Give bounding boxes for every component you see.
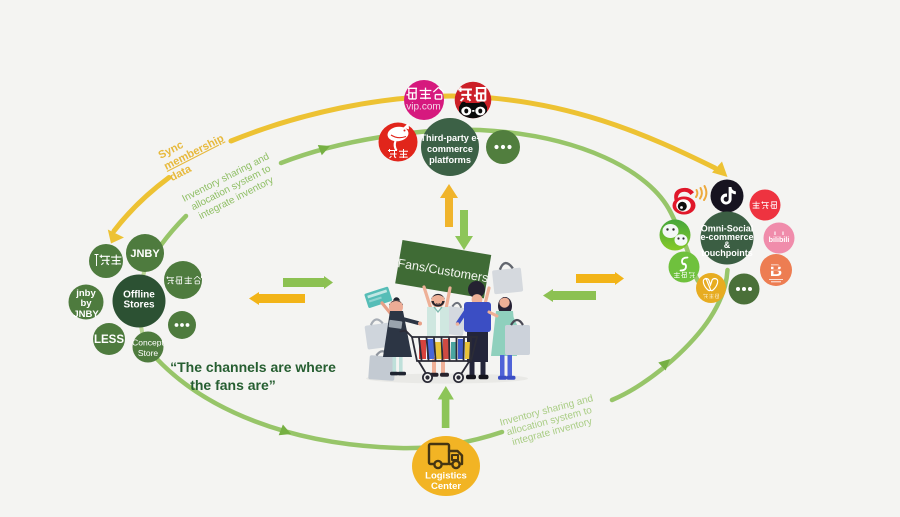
svg-text:Concept: Concept	[132, 338, 164, 348]
svg-text:Store: Store	[138, 348, 159, 358]
svg-text:e-commerce: e-commerce	[700, 232, 753, 242]
svg-text:Omni-Social: Omni-Social	[701, 224, 754, 234]
svg-text:Offline: Offline	[123, 290, 155, 301]
svg-text:the fans are”: the fans are”	[190, 377, 276, 393]
svg-text:&: &	[724, 240, 731, 250]
svg-text:touchpoints: touchpoints	[701, 248, 753, 258]
svg-text:Center: Center	[431, 481, 461, 492]
svg-text:platforms: platforms	[429, 155, 471, 165]
svg-text:jnby: jnby	[75, 288, 96, 299]
svg-text:“The channels are where: “The channels are where	[170, 359, 336, 375]
svg-text:JNBY: JNBY	[130, 248, 160, 260]
svg-text:by: by	[80, 298, 92, 309]
svg-text:commerce: commerce	[427, 144, 473, 154]
svg-text:vip.com: vip.com	[406, 102, 440, 113]
svg-text:Third-party e-: Third-party e-	[420, 133, 479, 143]
svg-text:JNBY: JNBY	[73, 309, 99, 320]
svg-text:LESS: LESS	[94, 334, 124, 346]
svg-text:Stores: Stores	[123, 300, 155, 311]
svg-text:bilibili: bilibili	[769, 235, 790, 244]
svg-text:Logistics: Logistics	[425, 471, 467, 482]
